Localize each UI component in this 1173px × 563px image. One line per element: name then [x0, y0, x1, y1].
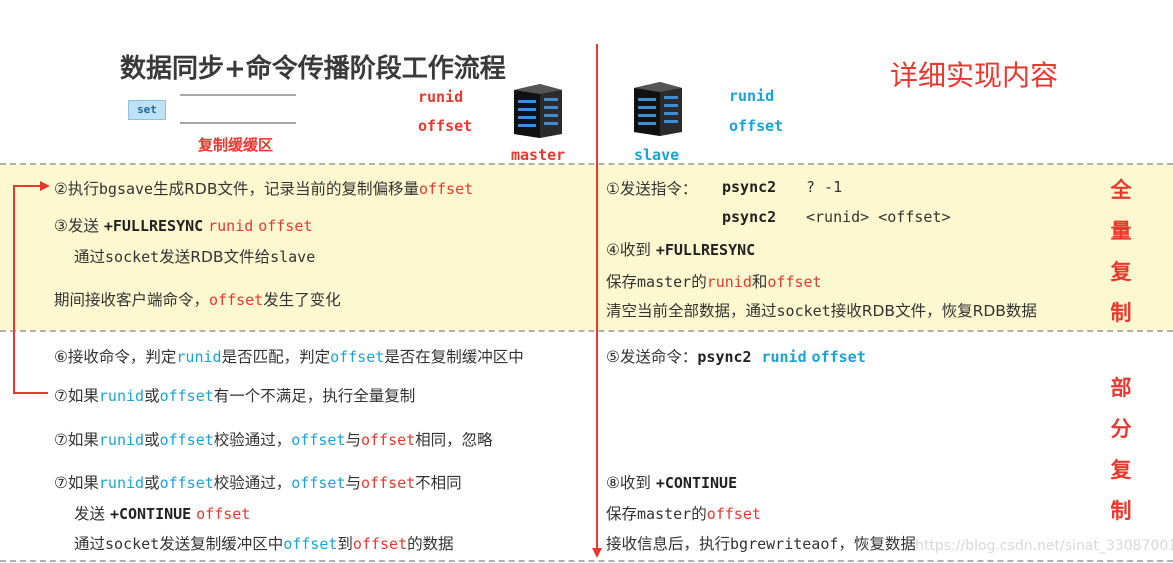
full-during: 期间接收客户端命令，offset发生了变化	[54, 291, 341, 309]
partial-save: 保存master的offset	[606, 505, 761, 523]
page-subtitle: 详细实现内容	[890, 59, 1059, 92]
full-sync-char-2: 量	[1110, 219, 1132, 243]
divider-bottom	[0, 560, 1173, 562]
partial-step8: ⑧收到 +CONTINUE	[606, 474, 738, 492]
full-step2: ②执行bgsave生成RDB文件，记录当前的复制偏移量offset	[54, 180, 474, 198]
full-step1-args: ? -1	[806, 178, 843, 196]
full-step1: ①发送指令：	[606, 180, 698, 198]
slave-runid: runid	[729, 87, 775, 105]
partial-sync-char-2: 分	[1110, 417, 1132, 441]
partial-sync-char-1: 部	[1110, 376, 1132, 400]
watermark: https://blog.csdn.net/sinat_33087001	[915, 538, 1173, 554]
buffer-line-top	[180, 94, 296, 96]
partial-recv: 接收信息后，执行bgrewriteaof，恢复数据	[606, 535, 916, 553]
full-sync-char-1: 全	[1110, 178, 1132, 202]
full-step4: ④收到 +FULLRESYNC	[606, 241, 756, 259]
partial-step5: ⑤发送命令：psync2 runid offset	[606, 348, 866, 366]
partial-step7b: ⑦如果runid或offset校验通过，offset与offset相同，忽略	[54, 431, 493, 449]
partial-sync-char-3: 复	[1110, 458, 1132, 482]
full-sync-char-4: 制	[1110, 301, 1132, 325]
master-offset: offset	[418, 117, 473, 135]
full-step1b-args: <runid> <offset>	[806, 208, 951, 226]
vertical-arrow	[592, 44, 602, 558]
full-step1-cmd: psync2	[722, 178, 777, 196]
slave-label: slave	[634, 146, 680, 164]
master-label: master	[511, 146, 566, 164]
page-title: 数据同步+命令传播阶段工作流程	[120, 54, 506, 84]
set-tag: set	[128, 100, 166, 120]
full-step3-detail: 通过socket发送RDB文件给slave	[74, 248, 316, 266]
partial-step7a: ⑦如果runid或offset有一个不满足，执行全量复制	[54, 387, 416, 405]
full-sync-band	[0, 164, 1173, 330]
slave-offset: offset	[729, 117, 784, 135]
partial-send: 发送 +CONTINUE offset	[74, 505, 251, 523]
partial-step7c: ⑦如果runid或offset校验通过，offset与offset不相同	[54, 474, 462, 492]
full-sync-char-3: 复	[1110, 260, 1132, 284]
slave-server-icon	[634, 82, 682, 136]
full-clear: 清空当前全部数据，通过socket接收RDB文件，恢复RDB数据	[606, 302, 1037, 320]
master-runid: runid	[418, 88, 464, 106]
divider-top	[0, 163, 1173, 165]
partial-step6: ⑥接收命令，判定runid是否匹配，判定offset是否在复制缓冲区中	[54, 348, 524, 366]
full-step1b-cmd: psync2	[722, 208, 777, 226]
partial-via: 通过socket发送复制缓冲区中offset到offset的数据	[74, 535, 454, 553]
divider-middle	[0, 330, 1173, 332]
full-step3: ③发送 +FULLRESYNC runid offset	[54, 217, 313, 235]
feedback-arrow	[13, 181, 50, 394]
buffer-line-bottom	[180, 122, 296, 124]
master-server-icon	[514, 84, 562, 138]
partial-sync-char-4: 制	[1110, 499, 1132, 523]
full-save: 保存master的runid和offset	[606, 273, 822, 291]
buffer-label: 复制缓缓区	[198, 136, 274, 154]
